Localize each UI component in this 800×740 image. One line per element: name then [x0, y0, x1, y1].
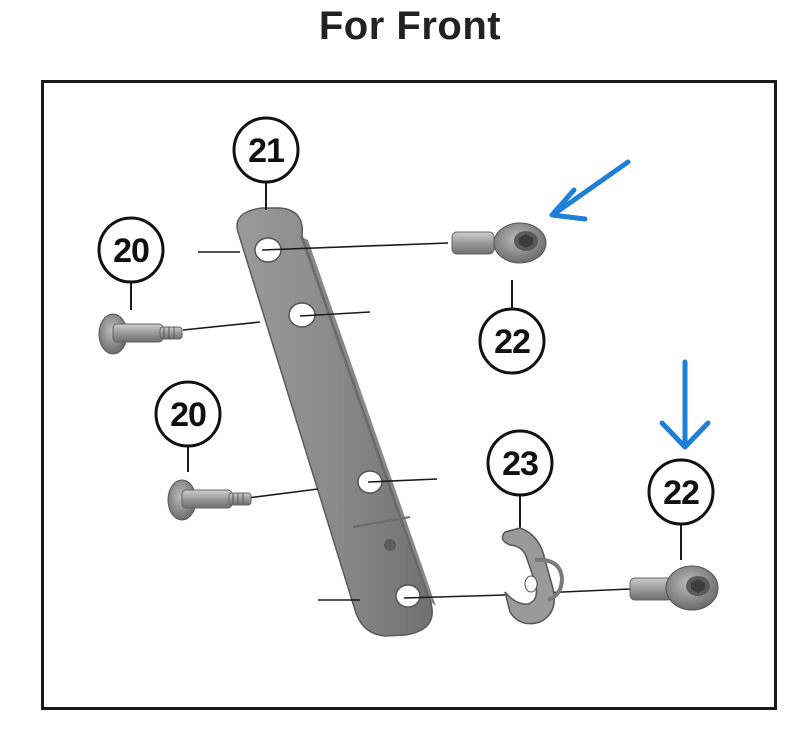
callout-22-upper: 22 — [478, 307, 546, 375]
hex-bolt-part-22-lower — [629, 565, 719, 611]
callout-leaders — [130, 183, 682, 560]
diagram-frame — [41, 80, 777, 710]
cable-hook-part-23 — [501, 527, 565, 625]
callout-22-lower-label: 22 — [663, 474, 699, 512]
bolt-part-20-lower — [167, 479, 252, 521]
assembly-lines — [182, 242, 631, 601]
callout-21: 21 — [232, 116, 300, 184]
arrow-indicator-upper — [549, 159, 631, 222]
hex-bolt-part-22-upper — [451, 222, 547, 264]
callout-20-lower-label: 20 — [170, 396, 206, 434]
mounting-bar-part-21 — [236, 207, 436, 637]
arrow-indicator-lower — [659, 359, 711, 450]
callout-20-upper: 20 — [97, 216, 165, 284]
callout-23-label: 23 — [502, 445, 538, 483]
callout-20-lower: 20 — [154, 380, 222, 448]
callout-21-label: 21 — [248, 132, 284, 170]
callout-20-upper-label: 20 — [113, 232, 149, 270]
callout-22-lower: 22 — [647, 458, 715, 526]
diagram-title: For Front — [318, 4, 502, 48]
bolt-part-20-upper — [98, 313, 183, 355]
callout-23: 23 — [486, 429, 554, 497]
callout-22-upper-label: 22 — [494, 323, 530, 361]
